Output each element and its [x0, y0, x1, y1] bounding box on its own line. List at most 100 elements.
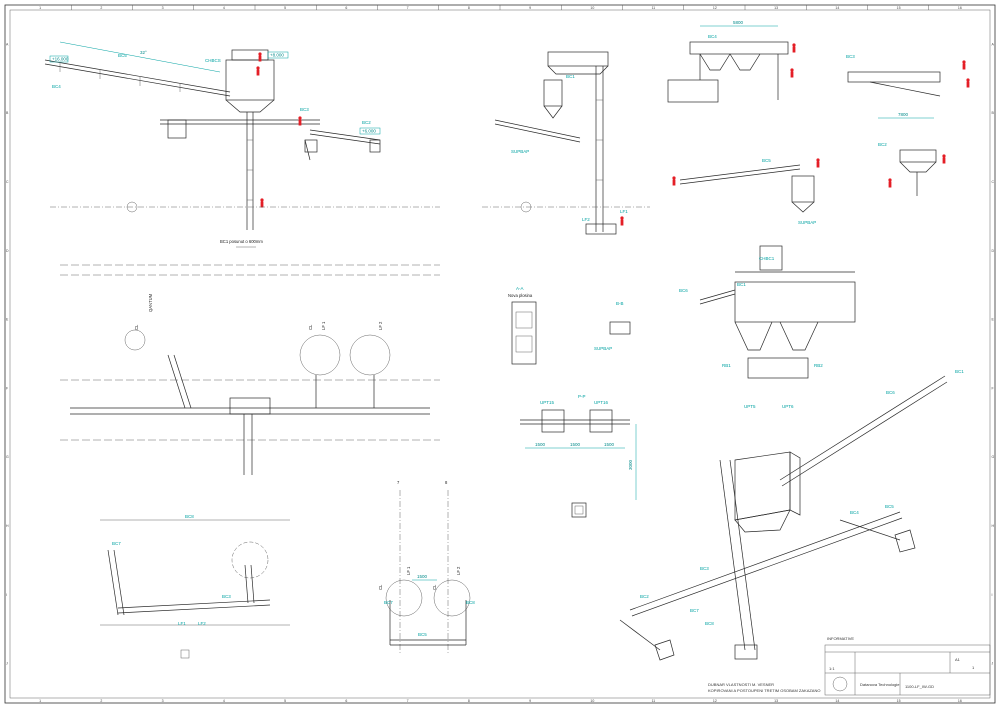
label-bc7-iso: BC7	[690, 608, 699, 613]
frame-col-mark: 7	[407, 699, 409, 703]
label-supbap: SUPBAP	[511, 149, 529, 154]
frame-col-mark: 8	[468, 6, 470, 10]
label-bc2: BC2	[878, 142, 887, 147]
frame-col-mark: 5	[284, 699, 286, 703]
frame-col-mark: 7	[407, 6, 409, 10]
label-cl-2: CL	[308, 324, 313, 330]
plan-view: QANTUM CL CL LF 1 LF 2	[60, 264, 440, 475]
label-supbap-r: SUPBAP	[798, 220, 816, 225]
label-upt6: UPT6	[782, 404, 794, 409]
lower-left-view: BC8 BC7 BC3 LF1 LF2	[100, 514, 290, 659]
frame-col-mark: 12	[713, 6, 717, 10]
frame-col-mark: 9	[529, 699, 531, 703]
frame-grid-marks: 1122334455667788991010111112121313141415…	[6, 5, 995, 703]
label-bc5: BC5	[118, 53, 127, 58]
frame-col-mark: 14	[835, 699, 839, 703]
drawing-frame	[4, 4, 996, 704]
frame-row-mark: A	[6, 42, 9, 46]
tb-footer-1: DUBNAR VLASTNOSTI M. VESNER	[708, 682, 774, 687]
frame-row-mark: D	[6, 249, 9, 253]
person-figure	[672, 176, 676, 186]
label-bc1-s: BC1	[737, 282, 746, 287]
frame-col-mark: 10	[590, 6, 594, 10]
label-bc4-iso: BC4	[850, 510, 859, 515]
frame-row-mark: G	[992, 455, 995, 459]
label-lf-1: LF 1	[321, 321, 326, 330]
label-bc6-iso: BC6	[886, 390, 895, 395]
inner-frame	[9, 9, 991, 699]
label-rb2: RB2	[814, 363, 823, 368]
frame-col-mark: 16	[958, 699, 962, 703]
person-figure	[256, 66, 260, 76]
axis-8: 8	[445, 480, 448, 485]
tb-scale: 1:1	[829, 666, 835, 671]
frame-col-mark: 1	[39, 6, 41, 10]
tank-label-qantum: QANTUM	[148, 293, 153, 312]
label-bc3: BC3	[300, 107, 309, 112]
label-bc1: BC1	[566, 74, 575, 79]
person-figure	[790, 68, 794, 78]
level-8000: +8.000	[270, 53, 284, 58]
label-bc2-iso: BC2	[640, 594, 649, 599]
frame-row-mark: A	[992, 42, 995, 46]
elevation-view-b: SUPBAP LF1 LF2 BC1	[482, 51, 650, 235]
dim-5800: 5800	[733, 20, 744, 25]
label-bc5-lm: BC5	[418, 632, 427, 637]
dim-d4: 3000	[628, 459, 633, 470]
frame-row-mark: B	[6, 111, 9, 115]
frame-row-mark: E	[6, 318, 9, 322]
detail-title: Nova plosina	[508, 293, 533, 298]
person-figure	[792, 43, 796, 53]
frame-row-mark: J	[6, 662, 8, 666]
frame-col-mark: 6	[345, 699, 347, 703]
frame-row-mark: H	[6, 524, 9, 528]
label-bc5-iso: BC5	[885, 504, 894, 509]
frame-row-mark: J	[992, 662, 994, 666]
frame-row-mark: E	[992, 318, 995, 322]
frame-col-mark: 6	[345, 6, 347, 10]
dim-d2: 1500	[570, 442, 581, 447]
label-lf2-lm: LF 2	[456, 566, 461, 575]
frame-col-mark: 11	[652, 699, 656, 703]
tb-company: Datanova Technologie	[860, 682, 900, 687]
person-figure	[620, 216, 624, 226]
level-6000: +6.000	[362, 129, 376, 134]
person-figure	[258, 52, 262, 62]
frame-col-mark: 2	[100, 699, 102, 703]
isometric-view: BC6 BC5 BC4 BC3 BC2 BC1 BC7 BC8	[619, 369, 964, 661]
frame-row-mark: H	[992, 524, 995, 528]
label-b-b: B-B	[616, 301, 624, 306]
person-figure	[942, 154, 946, 164]
person-figure	[298, 116, 302, 126]
silo-view: CHBC1 BC1 BC6 RB1 RB2 UPT5 UPT6	[679, 245, 856, 409]
frame-row-mark: I	[992, 593, 993, 597]
frame-col-mark: 3	[162, 699, 164, 703]
label-bc7: BC7	[112, 541, 121, 546]
label-supbap-d: SUPBAP	[594, 346, 612, 351]
label-lf2-ll: LF2	[198, 621, 206, 626]
label-lf1-lm: LF 1	[406, 566, 411, 575]
label-bc2: BC2	[362, 120, 371, 125]
dim-d1: 1500	[535, 442, 546, 447]
label-p-p: P-P	[578, 394, 586, 399]
frame-row-mark: C	[6, 180, 9, 184]
frame-col-mark: 4	[223, 699, 225, 703]
tb-project: 1100-LF_IW-GD	[905, 684, 934, 689]
label-bc8-top: BC8	[185, 514, 194, 519]
frame-col-mark: 15	[897, 6, 901, 10]
person-figure	[888, 178, 892, 188]
frame-row-mark: B	[992, 111, 995, 115]
frame-col-mark: 13	[774, 6, 778, 10]
frame-row-mark: F	[992, 386, 994, 390]
tb-sheet: A1	[955, 657, 961, 662]
label-lf-2: LF 2	[378, 321, 383, 330]
frame-col-mark: 8	[468, 699, 470, 703]
label-lf1: LF1	[620, 209, 628, 214]
axis-7: 7	[397, 480, 400, 485]
dim-7800: 7800	[898, 112, 909, 117]
frame-col-mark: 13	[774, 699, 778, 703]
frame-col-mark: 12	[713, 699, 717, 703]
person-figure	[966, 78, 970, 88]
dim-32: 32°	[140, 50, 147, 55]
elevation-view-a: 32° +16.000 +8.000 +6.000 BC5 BC4 BC	[44, 41, 440, 248]
